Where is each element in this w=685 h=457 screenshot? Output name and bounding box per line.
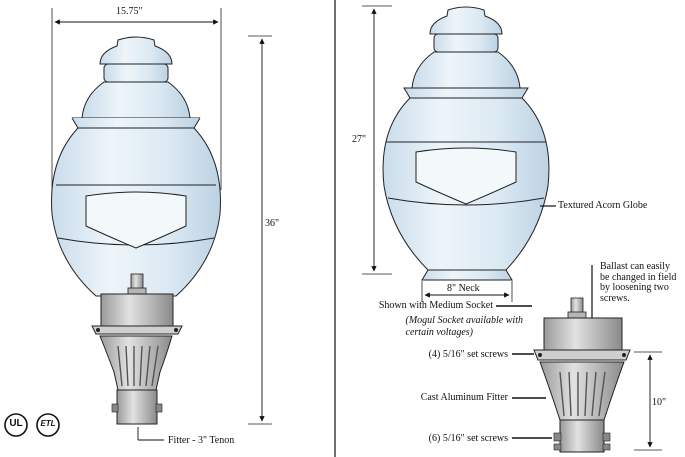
left-fixture bbox=[51, 8, 272, 441]
right-height-label: 27" bbox=[352, 134, 367, 145]
right-cap bbox=[433, 33, 499, 53]
neck-label: 8" Neck bbox=[447, 283, 480, 294]
right-housing bbox=[543, 317, 623, 351]
left-cap bbox=[103, 63, 169, 83]
left-height-label: 36" bbox=[265, 218, 280, 229]
fitter-label: Cast Aluminum Fitter bbox=[420, 392, 508, 403]
etl-mark bbox=[36, 413, 60, 437]
right-shoulder bbox=[411, 51, 521, 89]
ul-text: UL bbox=[9, 418, 23, 429]
left-flange bbox=[91, 325, 183, 335]
left-fitter-label: Fitter - 3" Tenon bbox=[168, 435, 235, 446]
left-tenon-sleeve bbox=[116, 389, 158, 425]
left-collar bbox=[71, 117, 201, 129]
right-flange bbox=[533, 349, 631, 361]
set-screws-bottom-label: (6) 5/16" set screws bbox=[428, 433, 508, 444]
right-tenon-sleeve bbox=[559, 419, 605, 453]
left-housing bbox=[100, 293, 174, 327]
socket-label: Shown with Medium Socket bbox=[378, 300, 493, 311]
etl-text: ETL bbox=[40, 419, 56, 428]
ul-mark bbox=[4, 413, 28, 437]
left-fitter bbox=[99, 335, 173, 391]
right-fitter-assembly bbox=[496, 265, 662, 453]
left-width-label: 15.75" bbox=[116, 6, 143, 17]
fitter-height-label: 10" bbox=[652, 397, 667, 408]
ballast-note: Ballast can easily be changed in field b… bbox=[600, 261, 677, 304]
right-finial bbox=[429, 6, 503, 35]
set-screws-top-label: (4) 5/16" set screws bbox=[428, 349, 508, 360]
left-finial bbox=[99, 36, 173, 65]
right-neck bbox=[421, 269, 513, 281]
socket-note: (Mogul Socket available with certain vol… bbox=[405, 315, 523, 338]
right-collar bbox=[403, 87, 529, 99]
left-shoulder bbox=[81, 81, 191, 119]
globe-label: Textured Acorn Globe bbox=[558, 200, 648, 211]
left-globe-panel bbox=[85, 191, 187, 249]
right-globe-assembly bbox=[362, 5, 556, 302]
right-globe-panel bbox=[415, 147, 517, 205]
right-fitter bbox=[539, 361, 625, 421]
